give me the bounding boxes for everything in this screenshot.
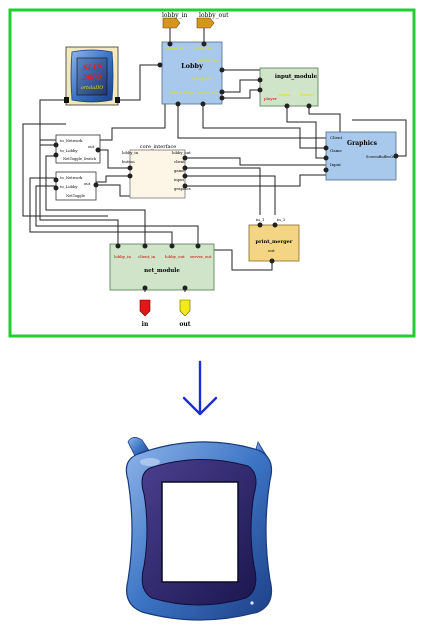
core-port-lobby-out: lobby_out (172, 150, 191, 155)
graphics-port-client: Client (330, 135, 343, 140)
net-toggle-b-port-to-network: to_Network (60, 175, 83, 180)
lobby-port-server-out: server_out (197, 58, 219, 63)
net-toggle-module[interactable]: to_Network to_Lobby out NetToggle (53, 171, 99, 201)
slip-module[interactable]: SLIP 2002 ortslaIIO (64, 46, 120, 106)
net-module-title: net_module (144, 268, 180, 274)
core-port-button: button (122, 159, 135, 164)
slip-title: SLIP (83, 63, 102, 72)
lobby-in-port-label: lobby_in (162, 12, 188, 19)
net-toggle-a-title: NetToggle_Switch (63, 157, 97, 161)
graphics-port-input: Input (330, 162, 341, 167)
lobby-out-port[interactable]: lobby_out (196, 12, 229, 29)
core-port-game: game (174, 168, 185, 173)
core-port-graphics: graphics (174, 186, 191, 191)
connection-wires (22, 28, 407, 292)
core-interface-title: core_interface (140, 144, 176, 150)
core-port-input: input (174, 177, 185, 182)
net-module-port-server-out: server_out (190, 254, 212, 259)
net-module-port-lobby-in: lobby_in (114, 254, 131, 259)
core-port-lobby-in: lobby_in (122, 150, 139, 155)
input-module-port-button: button (300, 92, 314, 97)
diagram-frame (8, 8, 416, 338)
slip-year: 2002 (81, 73, 102, 82)
net-toggle-b-port-out: out (84, 181, 91, 186)
down-arrow-icon (182, 360, 218, 416)
net-toggle-a-port-out: out (88, 144, 95, 149)
input-module[interactable]: input_module menu button player (257, 67, 319, 109)
lobby-module[interactable]: Lobby server_in lobby_in server_out lobb… (157, 41, 225, 107)
graphics-port-screen-buffer-out: ScreenBufferOut (366, 155, 397, 159)
print-merger-port-in-1: in_1 (256, 217, 264, 222)
net-toggle-a-port-to-lobby: to_Lobby (60, 148, 78, 153)
net-module-port-lobby-out: lobby_out (165, 254, 185, 259)
graphics-port-game: Game (330, 148, 342, 153)
lobby-in-port[interactable]: lobby_in (162, 12, 188, 29)
graphics-module[interactable]: Graphics Client Game Input ScreenBufferO… (323, 131, 399, 181)
out-port-label: out (179, 321, 190, 328)
input-module-title: input_module (275, 74, 318, 80)
in-port-label: in (142, 321, 149, 328)
core-interface-module[interactable]: core_interface lobby_in button lobby_out… (122, 144, 191, 199)
graphics-title: Graphics (347, 140, 378, 147)
lobby-port-server-in: server_in (165, 45, 184, 50)
net-toggle-a-port-to-network: to_Network (60, 138, 83, 143)
lobby-port-game-out: game_out (198, 90, 218, 95)
input-module-port-menu: menu (279, 92, 291, 97)
net-module-port-client-in: client_in (138, 254, 156, 259)
lobby-out-port-label: lobby_out (199, 12, 229, 19)
core-port-client: client (174, 159, 185, 164)
input-module-port-player: player (264, 96, 277, 101)
lobby-port-lobby-in: lobby_in (195, 45, 212, 50)
device-screen (161, 481, 239, 583)
lobby-port-lobby-out: lobby_out (192, 76, 212, 81)
net-module[interactable]: net_module lobby_in client_in lobby_out … (109, 243, 215, 291)
net-toggle-b-port-to-lobby: to_Lobby (60, 184, 78, 189)
slip-device-illustration (125, 437, 273, 621)
print-merger-title: print_merger (256, 239, 293, 245)
print-merger-module[interactable]: in_1 in_2 print_merger out (248, 217, 300, 264)
net-toggle-switch-module[interactable]: to_Network to_Lobby out NetToggle_Switch (53, 134, 101, 164)
print-merger-port-out: out (268, 248, 275, 253)
out-port[interactable]: out (179, 299, 191, 328)
in-port[interactable]: in (139, 299, 151, 328)
net-toggle-b-title: NetToggle (66, 194, 85, 198)
lobby-title: Lobby (181, 62, 203, 70)
slip-subtitle: ortslaIIO (81, 85, 104, 91)
print-merger-port-in-2: in_2 (277, 217, 286, 222)
lobby-port-client-msgs: client_msgs (170, 90, 194, 95)
